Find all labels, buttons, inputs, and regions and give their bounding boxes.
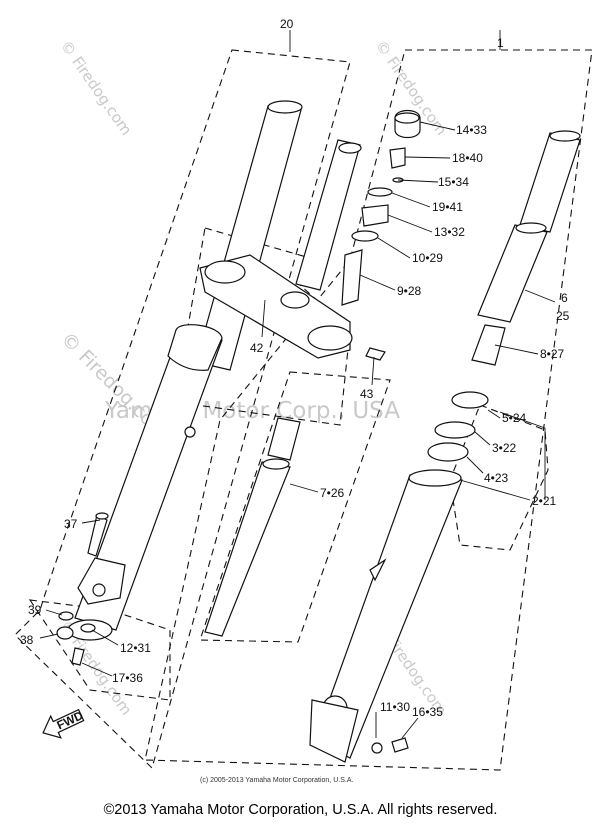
- callout-5-24: 5•24: [502, 411, 527, 425]
- assembled-fork-leg: [67, 100, 303, 641]
- callout-39: 39: [28, 603, 42, 617]
- fwd-arrow-icon: FWD: [42, 708, 86, 739]
- callout-17-36: 17•36: [112, 671, 143, 685]
- axle-bolts: [371, 737, 409, 754]
- callout-25: 25: [556, 309, 570, 323]
- callout-37: 37: [64, 517, 78, 531]
- front-fork-exploded-diagram: © Firedog.com © Firedog.com © Firedog.co…: [14, 17, 593, 784]
- group-outline-7-26: [199, 371, 391, 643]
- callout-13-32: 13•32: [434, 225, 465, 239]
- leader-lines: [39, 30, 556, 739]
- callout-2-21: 2•21: [532, 494, 557, 508]
- callout-19-41: 19•41: [432, 200, 463, 214]
- inner-copyright: (c) 2005-2013 Yamaha Motor Corporation, …: [200, 777, 353, 784]
- group-outline-1: [144, 49, 593, 771]
- fwd-label: FWD: [55, 708, 86, 732]
- small-parts-stack: [341, 109, 421, 306]
- damper-rod-assembly: [204, 417, 301, 637]
- callout-16-35: 16•35: [412, 705, 443, 719]
- callout-20: 20: [280, 17, 294, 31]
- bottom-left-hardware: [56, 512, 109, 666]
- callout-10-29: 10•29: [412, 251, 443, 265]
- fork-tube-parts: [427, 130, 581, 462]
- callout-4-23: 4•23: [484, 471, 509, 485]
- group-outline-20: [14, 49, 351, 770]
- group-outline-12-31: [28, 599, 171, 701]
- callout-12-31: 12•31: [120, 641, 151, 655]
- callout-15-34: 15•34: [438, 175, 469, 189]
- callout-1: 1: [497, 36, 504, 50]
- callout-3-22: 3•22: [492, 441, 517, 455]
- callout-38: 38: [20, 633, 34, 647]
- callout-6: 6: [561, 291, 568, 305]
- callout-11-30: 11•30: [380, 700, 410, 714]
- callout-43: 43: [360, 387, 374, 401]
- watermark-diagonal-1: © Firedog.com: [57, 37, 136, 139]
- callout-42: 42: [250, 341, 264, 355]
- footer-copyright: ©2013 Yamaha Motor Corporation, U.S.A. A…: [103, 802, 498, 818]
- lower-fork-slider: [309, 469, 463, 763]
- callout-7-26: 7•26: [320, 486, 345, 500]
- callout-9-28: 9•28: [397, 284, 422, 298]
- callout-14-33: 14•33: [456, 123, 487, 137]
- callout-labels: 20 1 14•33 18•40 15•34 19•41 13•32 10•29…: [20, 17, 570, 719]
- triple-clamp: [199, 139, 386, 361]
- callout-18-40: 18•40: [452, 151, 483, 165]
- callout-8-27: 8•27: [540, 347, 565, 361]
